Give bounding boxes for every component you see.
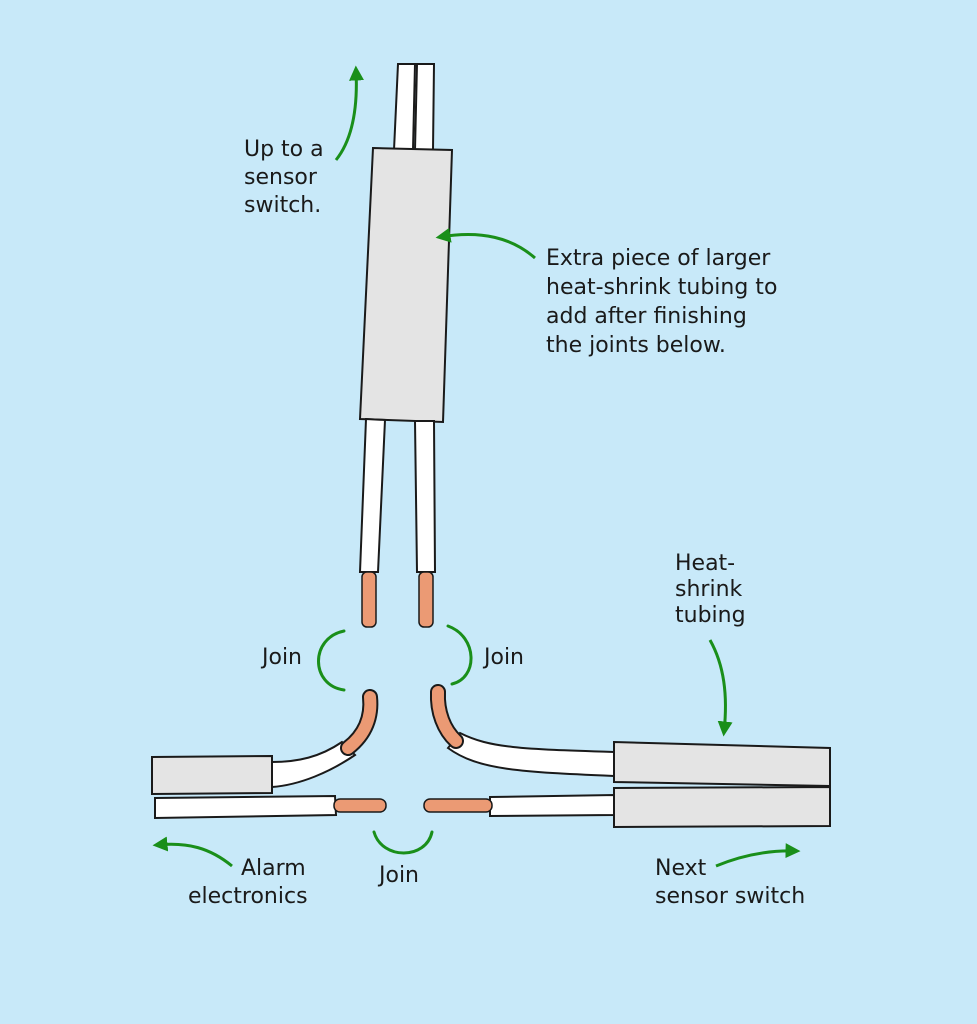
copper-end-left [333, 798, 387, 813]
left-lower-wire [154, 794, 387, 820]
right-upper-wire [429, 684, 831, 788]
label-heat-shrink: Heat- shrink tubing [675, 551, 749, 628]
copper-end-right [423, 798, 493, 813]
label-join-right: Join [482, 645, 524, 670]
copper-end-top-right [418, 571, 434, 628]
extra-piece-arrow [435, 227, 536, 260]
copper-end-top-left [361, 571, 377, 628]
left-upper-wire [151, 689, 379, 796]
up-arrow [334, 65, 365, 161]
join-bracket-bottom [372, 830, 434, 855]
vertical-wires [358, 417, 437, 628]
vertical-wire-right [413, 420, 437, 573]
right-upper-heat-shrink-tube [613, 740, 831, 788]
right-lower-wire [423, 785, 831, 829]
left-heat-shrink-tube [151, 754, 273, 796]
label-join-left: Join [260, 645, 302, 670]
label-extra-piece: Extra piece of larger heat-shrink tubing… [546, 246, 784, 358]
heat-shrink-arrow [708, 639, 733, 737]
alarm-arrow [152, 836, 233, 868]
next-sensor-arrow [715, 843, 801, 868]
join-bracket-right [446, 624, 473, 686]
join-bracket-left [317, 629, 346, 692]
label-up-to-sensor: Up to a sensor switch. [244, 137, 331, 218]
label-join-bottom: Join [377, 863, 419, 888]
vertical-wire-left [358, 417, 387, 573]
arrows [152, 65, 801, 868]
top-wire-right [413, 63, 436, 151]
label-alarm-electronics: Alarm electronics [188, 856, 313, 909]
right-lower-heat-shrink-tube [613, 785, 831, 829]
top-wires [392, 63, 436, 151]
label-next-sensor: Next sensor switch [655, 856, 805, 909]
join-brackets [317, 624, 473, 855]
top-wire-left [392, 63, 417, 151]
large-heat-shrink-tube [358, 146, 454, 424]
